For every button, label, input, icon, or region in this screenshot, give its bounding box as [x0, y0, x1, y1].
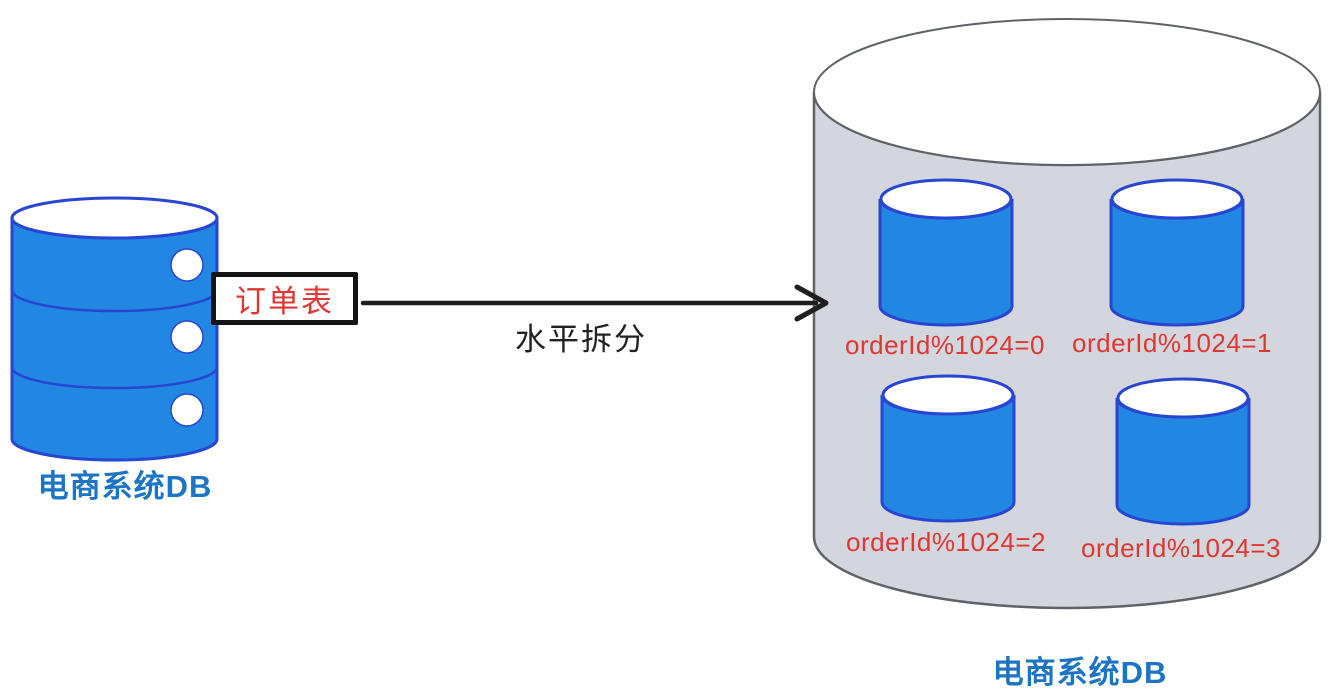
target-db-label: 电商系统DB — [992, 655, 1168, 690]
shard-label-3: orderId%1024=3 — [1081, 533, 1281, 563]
split-arrow-head — [794, 284, 829, 322]
shard-cylinder-0 — [878, 178, 1014, 327]
cylinder-band-separator — [10, 366, 219, 390]
source-db-label: 电商系统DB — [37, 469, 213, 504]
shard-cylinder-3 — [1115, 377, 1251, 526]
cylinder-top-ellipse — [1110, 178, 1244, 220]
shard-cylinder-1 — [1109, 178, 1245, 327]
container-cylinder-top-ellipse — [813, 18, 1321, 166]
shard-label-0: orderId%1024=0 — [845, 330, 1045, 360]
cylinder-top-ellipse — [1116, 377, 1250, 419]
cylinder-dot — [170, 248, 204, 282]
order-table-tag: 订单表 — [211, 272, 358, 325]
cylinder-top-ellipse — [881, 374, 1015, 416]
cylinder-top-ellipse — [879, 178, 1013, 220]
shard-label-1: orderId%1024=1 — [1072, 328, 1272, 358]
cylinder-top-ellipse — [10, 196, 219, 240]
cylinder-dot — [170, 393, 204, 427]
cylinder-band-separator — [10, 289, 219, 313]
cylinder-dot — [170, 320, 204, 354]
shard-cylinder-2 — [880, 374, 1016, 523]
shard-label-2: orderId%1024=2 — [846, 527, 1046, 557]
order-table-tag-label: 订单表 — [235, 284, 334, 319]
source-db-cylinder — [10, 196, 219, 462]
split-arrow-label: 水平拆分 — [515, 322, 647, 357]
split-arrow — [360, 284, 829, 322]
